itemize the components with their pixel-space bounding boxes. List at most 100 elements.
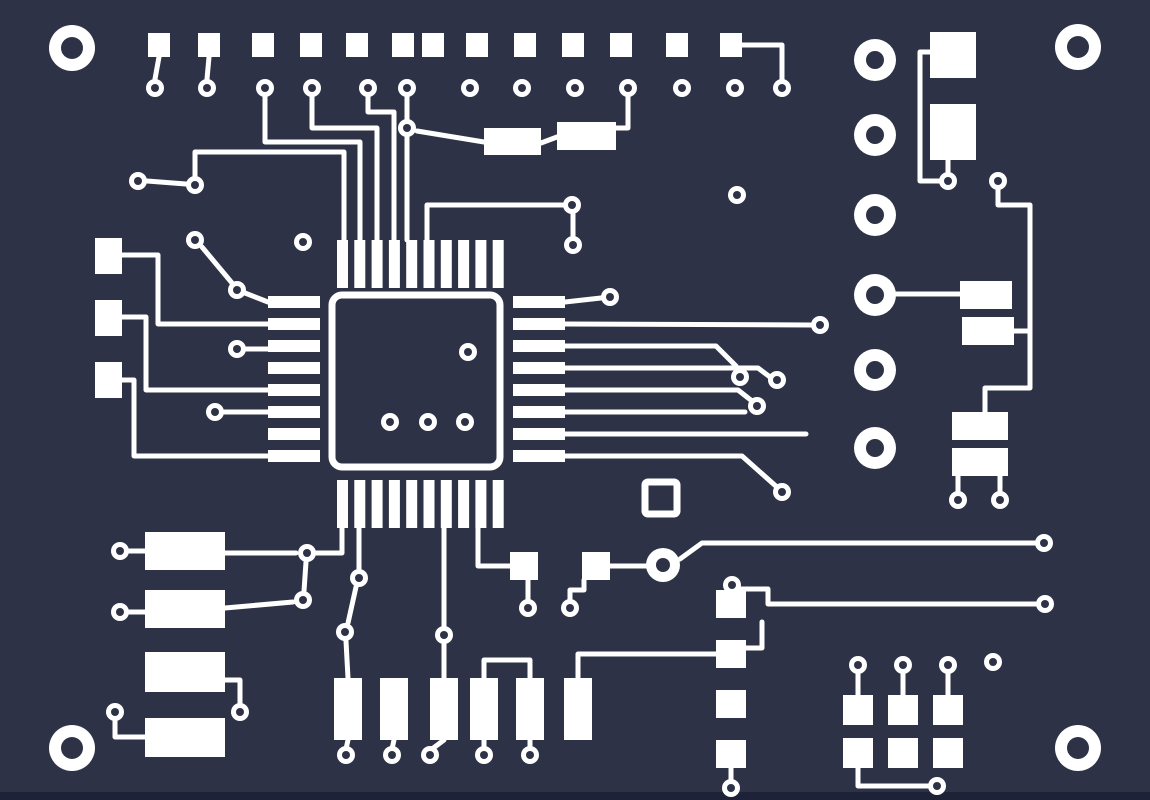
smd-pad (582, 552, 610, 580)
pcb-trace (222, 677, 243, 706)
drill-hole (944, 661, 952, 669)
drill-hole (624, 84, 632, 92)
drill-hole (1067, 36, 1089, 58)
smd-pad (95, 362, 122, 398)
drill-hole (733, 191, 741, 199)
drill-hole (203, 84, 211, 92)
drill-hole (524, 604, 532, 612)
ic-pin (513, 384, 565, 396)
drill-hole (678, 84, 686, 92)
drill-hole (606, 293, 614, 301)
pcb-trace (204, 54, 212, 82)
pcb-trace (313, 525, 345, 556)
drill-hole (994, 177, 1002, 185)
drill-hole (364, 84, 372, 92)
ic-pin (513, 406, 565, 418)
ic-pin (354, 480, 366, 528)
ic-pin (268, 340, 320, 352)
drill-hole (1041, 600, 1049, 608)
drill-hole (569, 241, 577, 249)
drill-hole (236, 708, 244, 716)
drill-hole (191, 181, 199, 189)
fiducial-outline (641, 478, 681, 518)
drill-hole (388, 751, 396, 759)
pcb-trace (119, 314, 271, 393)
pcb-trace (152, 54, 162, 82)
pcb-trace (192, 149, 347, 243)
smd-pad (888, 695, 918, 725)
drill-hole (464, 348, 472, 356)
pcb-trace (562, 295, 604, 305)
smd-pad (252, 33, 274, 57)
pcb-trace (567, 577, 587, 602)
drill-hole (116, 547, 124, 555)
drill-hole (151, 84, 159, 92)
ic-pin (354, 240, 366, 288)
smd-pad (484, 128, 541, 155)
ic-pin (423, 480, 435, 528)
smd-pad (720, 33, 742, 57)
smd-pad (470, 678, 498, 740)
pcb-trace (562, 365, 773, 380)
pcb-trace (345, 584, 359, 626)
pcb-trace (424, 202, 566, 243)
smd-pad (95, 238, 122, 274)
pcb-trace (917, 49, 942, 184)
drill-hole (61, 37, 83, 59)
drill-hole (299, 238, 307, 246)
ic-pin (513, 362, 565, 374)
pcb-trace (575, 651, 719, 681)
drill-hole (342, 751, 350, 759)
ic-pin (268, 406, 320, 418)
drill-hole (866, 286, 884, 304)
smd-pad (300, 33, 322, 57)
smd-pad (346, 33, 368, 57)
drill-hole (568, 201, 576, 209)
ic-pin (388, 240, 400, 288)
pcb-trace (119, 252, 271, 327)
drill-hole (816, 321, 824, 329)
drill-hole (1067, 737, 1089, 759)
ic-pin (268, 450, 320, 462)
pcb-trace (562, 321, 814, 328)
drill-hole (989, 658, 997, 666)
ic-pin (388, 480, 400, 528)
pcb-trace (144, 178, 189, 187)
smd-pad (510, 552, 538, 580)
smd-pad (145, 652, 225, 692)
smd-pad (930, 104, 976, 160)
ic-pin (423, 240, 435, 288)
smd-pad (933, 738, 963, 768)
smd-pad (952, 448, 1008, 476)
pcb-trace (562, 453, 781, 491)
pcb-trace (301, 559, 309, 594)
ic-pin (337, 480, 348, 528)
drill-hole (403, 124, 411, 132)
pcb-trace (222, 599, 296, 611)
drill-hole (899, 661, 907, 669)
smd-pad (930, 32, 976, 78)
ic-pin (440, 240, 452, 288)
smd-pad (962, 317, 1014, 345)
ic-pin (513, 450, 565, 462)
pcb-trace (343, 638, 351, 681)
drill-hole (61, 737, 83, 759)
drill-hole (526, 751, 534, 759)
drill-hole (424, 418, 432, 426)
smd-pad (95, 300, 122, 336)
board-edge-strip (0, 792, 1150, 800)
ic-pin (268, 428, 320, 440)
smd-pad (888, 738, 918, 768)
smd-pad (933, 695, 963, 725)
smd-pad (952, 412, 1008, 440)
ic-pin (406, 240, 418, 288)
drill-hole (996, 496, 1004, 504)
drill-hole (111, 708, 119, 716)
drill-hole (211, 408, 219, 416)
smd-pad (380, 678, 408, 740)
smd-pad (557, 122, 616, 150)
drill-hole (736, 373, 744, 381)
ic-pin (475, 240, 487, 288)
ic-pin (268, 318, 320, 330)
